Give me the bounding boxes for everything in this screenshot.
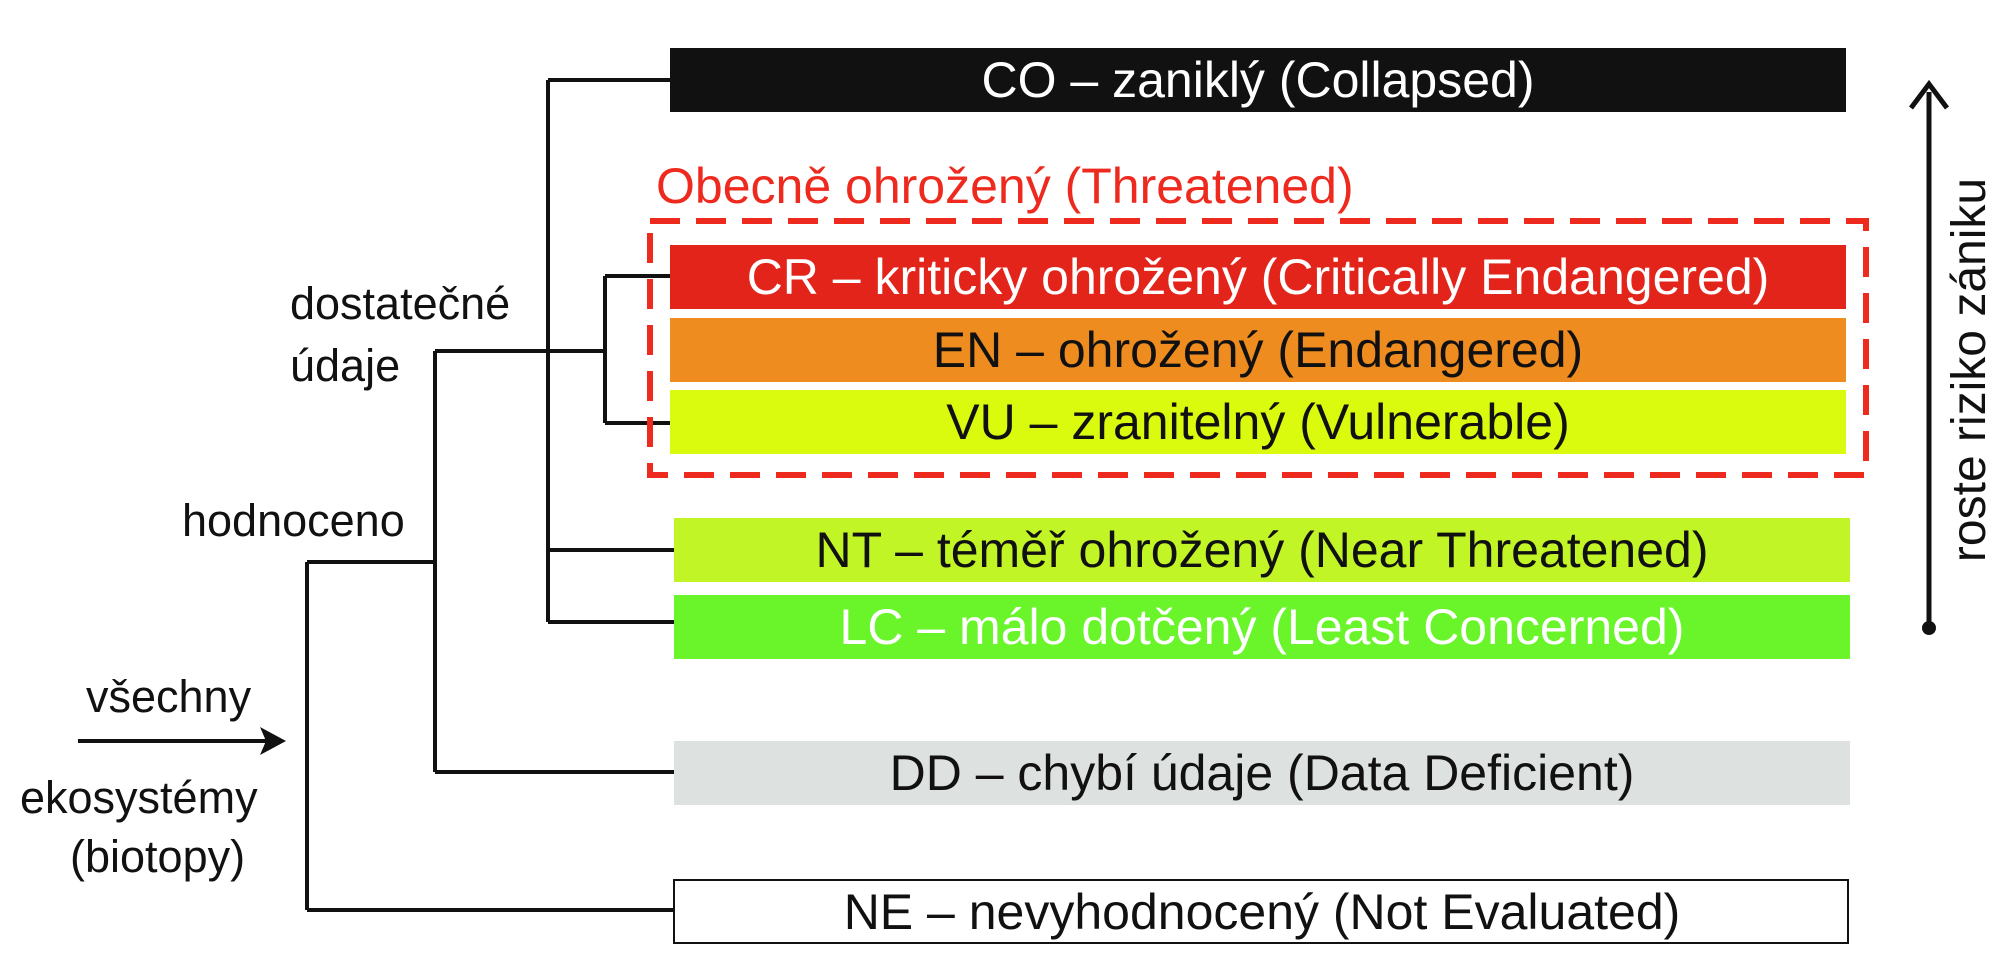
category-bars: CO – zaniklý (Collapsed) CR – kriticky o… (670, 48, 1850, 944)
risk-axis-label: roste riziko zániku (1943, 178, 1996, 562)
threatened-group: Obecně ohrožený (Threatened) (647, 158, 1869, 478)
category-bar-ne (673, 879, 1849, 944)
category-co: CO – zaniklý (Collapsed) (670, 48, 1846, 112)
category-bar-vu (670, 390, 1846, 454)
category-label-cr: CR – kriticky ohrožený (Critically Endan… (747, 249, 1770, 305)
tree-connectors (78, 78, 676, 912)
category-label-nt: NT – téměř ohrožený (Near Threatened) (815, 522, 1708, 578)
category-label-vu: VU – zranitelný (Vulnerable) (946, 394, 1569, 450)
tree-labels: dostatečné údaje hodnoceno všechny ekosy… (20, 278, 510, 882)
evaluated-label: hodnoceno (182, 495, 405, 546)
all-label: všechny (86, 671, 252, 722)
category-label-lc: LC – málo dotčený (Least Concerned) (840, 599, 1685, 655)
category-nt: NT – téměř ohrožený (Near Threatened) (674, 518, 1850, 582)
risk-axis-start-dot (1922, 621, 1936, 635)
category-lc: LC – málo dotčený (Least Concerned) (674, 595, 1850, 659)
category-bar-dd (674, 741, 1850, 805)
threatened-group-title: Obecně ohrožený (Threatened) (656, 158, 1354, 214)
category-label-ne: NE – nevyhodnocený (Not Evaluated) (844, 884, 1681, 940)
category-bar-lc (674, 595, 1850, 659)
category-label-dd: DD – chybí údaje (Data Deficient) (890, 745, 1635, 801)
sufficient-data-label-line2: údaje (290, 340, 400, 391)
category-bar-en (670, 318, 1846, 382)
entry-arrow-head (260, 727, 286, 755)
category-label-en: EN – ohrožený (Endangered) (933, 322, 1583, 378)
category-vu: VU – zranitelný (Vulnerable) (670, 390, 1846, 454)
category-dd: DD – chybí údaje (Data Deficient) (674, 741, 1850, 805)
category-bar-nt (674, 518, 1850, 582)
category-cr: CR – kriticky ohrožený (Critically Endan… (670, 245, 1846, 309)
sufficient-data-label: dostatečné (290, 278, 510, 329)
risk-axis: roste riziko zániku (1909, 79, 1996, 635)
category-bar-co (670, 48, 1846, 112)
category-ne: NE – nevyhodnocený (Not Evaluated) (673, 879, 1849, 944)
habitats-label: (biotopy) (70, 831, 245, 882)
category-bar-cr (670, 245, 1846, 309)
category-label-co: CO – zaniklý (Collapsed) (982, 52, 1535, 108)
risk-axis-arrow-icon (1909, 79, 1949, 110)
ecosystems-label: ekosystémy (20, 772, 258, 823)
threatened-group-box (647, 218, 1869, 478)
category-en: EN – ohrožený (Endangered) (670, 318, 1846, 382)
